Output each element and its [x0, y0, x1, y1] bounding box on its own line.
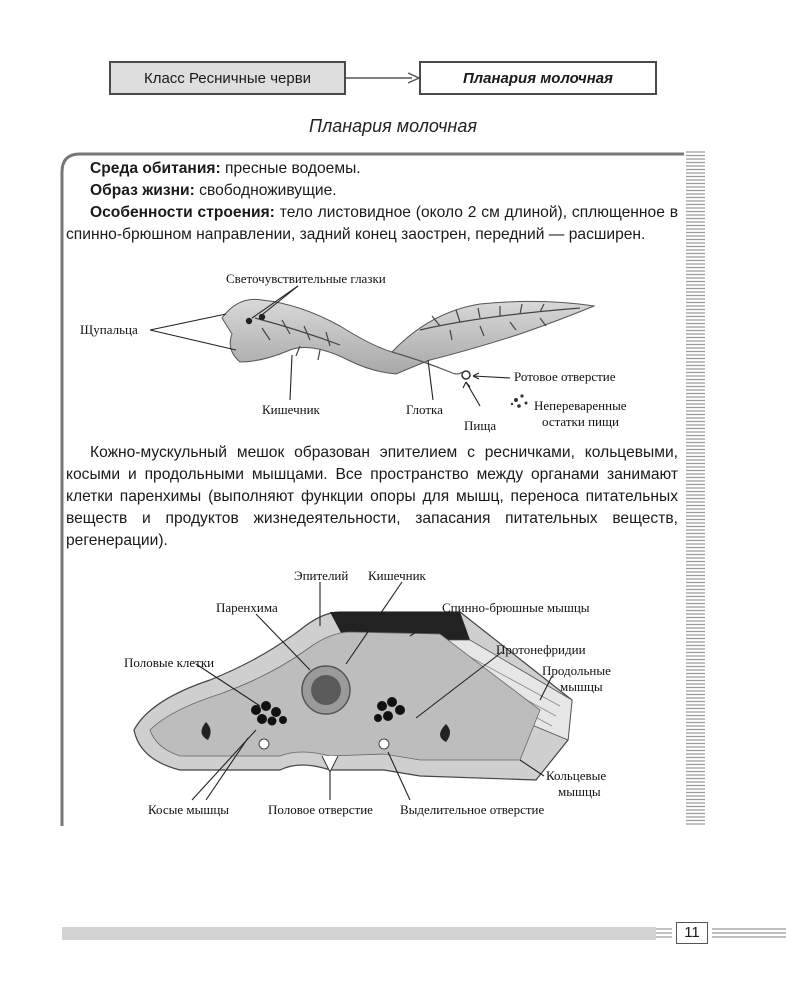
- sex-cells-right: [374, 697, 405, 722]
- label-epithelium: Эпителий: [294, 568, 349, 583]
- page-number: 11: [676, 922, 708, 944]
- label-sex-cells: Половые клетки: [124, 655, 215, 670]
- label-parenchyma: Паренхима: [216, 600, 278, 615]
- label-pharynx: Глотка: [406, 402, 443, 417]
- label-oblique: Косые мышцы: [148, 802, 230, 817]
- intro-text: Среда обитания: пресные водоемы. Образ ж…: [66, 158, 678, 246]
- habitat-line: Среда обитания: пресные водоемы.: [90, 160, 361, 177]
- label-food: Пища: [464, 418, 497, 433]
- species-label: Планария молочная: [463, 69, 613, 87]
- label-tentacles: Щупальца: [80, 322, 138, 337]
- label-protonephridia: Протонефридии: [496, 642, 586, 657]
- footer-bar: [62, 927, 656, 940]
- label-longitudinal-2: мышцы: [560, 679, 603, 694]
- label-eyes: Светочувствительные глазки: [226, 271, 386, 286]
- label-ring-1: Кольцевые: [546, 768, 607, 783]
- label-intestine-1: Кишечник: [262, 402, 320, 417]
- class-box: Класс Ресничные черви: [109, 61, 346, 95]
- label-genital-pore: Половое отверстие: [268, 802, 373, 817]
- lifestyle-line: Образ жизни: свободноживущие.: [90, 182, 337, 199]
- species-box: Планария молочная: [419, 61, 657, 95]
- label-excretory-pore: Выделительное отверстие: [400, 802, 545, 817]
- label-ring-2: мышцы: [558, 784, 601, 799]
- cross-section-body: [133, 611, 573, 781]
- class-label: Класс Ресничные черви: [143, 69, 312, 87]
- muscle-paragraph: Кожно-мускульный мешок образован эпители…: [66, 444, 678, 549]
- structure-line: Особенности строения: тело листовидное (…: [66, 204, 678, 243]
- figure1-leader-lines: [149, 285, 511, 407]
- planaria-body: [221, 298, 596, 408]
- page-title: Планария молочная: [309, 116, 477, 136]
- label-intestine-2: Кишечник: [368, 568, 426, 583]
- label-undigested-2: остатки пищи: [542, 414, 619, 429]
- label-longitudinal-1: Продольные: [542, 663, 611, 678]
- figure2-leader-lines: [191, 581, 553, 801]
- label-dorsoventral: Спинно-брюшные мышцы: [442, 600, 590, 615]
- label-undigested-1: Непереваренные: [534, 398, 627, 413]
- sex-cells-left: [251, 701, 287, 726]
- label-mouth: Ротовое отверстие: [514, 369, 616, 384]
